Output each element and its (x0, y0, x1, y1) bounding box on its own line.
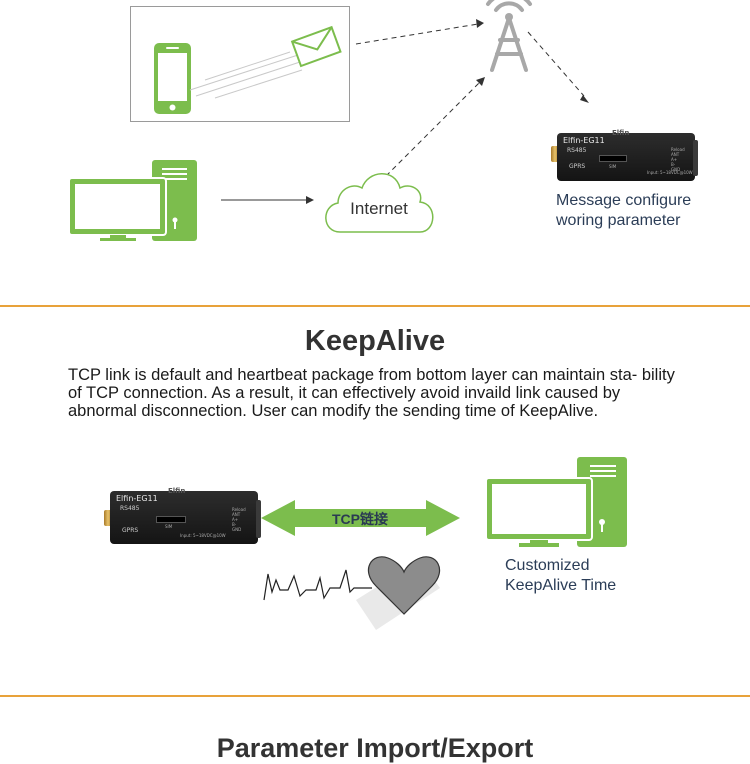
desktop-computer-icon-keepalive (485, 457, 627, 547)
tcp-link-label: TCP链接 (332, 511, 388, 527)
antenna-connector (551, 146, 559, 162)
device-caption-line1: Message configure (556, 192, 692, 209)
phone-message-panel (130, 6, 350, 122)
internet-cloud-icon (325, 173, 434, 233)
desktop-computer-icon (68, 160, 197, 241)
cell-tower-icon (486, 0, 532, 72)
parameter-import-export-title: Parameter Import/Export (216, 733, 534, 763)
double-arrow-icon (261, 500, 460, 536)
computer-caption: Customized KeepAlive Time (505, 556, 705, 596)
envelope-icon (290, 25, 342, 68)
device-caption: Message configure woring parameter (556, 191, 746, 231)
sms-diagram-graphics (68, 0, 589, 241)
smartphone-icon (154, 43, 191, 114)
computer-caption-line1: Customized (505, 557, 590, 574)
keepalive-graphics (261, 457, 627, 630)
keepalive-description: TCP link is default and heartbeat packag… (68, 366, 675, 420)
dashed-link (355, 23, 479, 45)
keepalive-title: KeepAlive (304, 325, 446, 357)
computer-caption-line2: KeepAlive Time (505, 577, 617, 594)
heart-icon (367, 556, 441, 615)
internet-label: Internet (350, 199, 408, 218)
section-divider-2 (0, 695, 750, 697)
speed-lines (189, 51, 303, 99)
gateway-device-image-keepalive: Elfin Elfin-EG11 RS485 GPRS SIM Input: 5… (110, 487, 258, 544)
heartbeat-line (263, 569, 372, 601)
gateway-device-image: Elfin Elfin-EG11 RS485 GPRS SIM Input: 5… (557, 129, 695, 181)
device-caption-line2: woring parameter (556, 212, 681, 229)
section-divider (0, 305, 750, 307)
